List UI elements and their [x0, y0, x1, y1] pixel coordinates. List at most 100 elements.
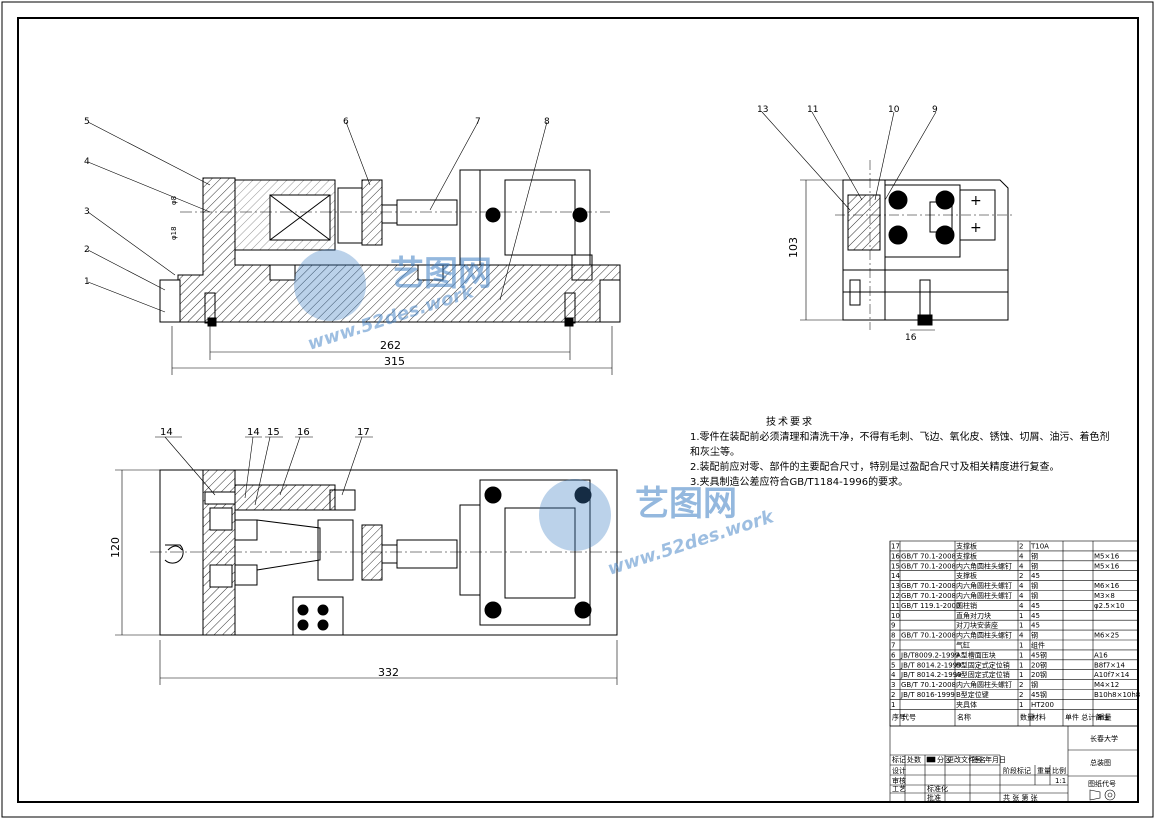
bom-cell: 45: [1031, 622, 1040, 630]
bom-cell: 2: [1019, 543, 1023, 551]
bom-cell: 7: [891, 642, 895, 650]
callout-16: 16: [297, 427, 310, 438]
bom-cell: 直角对刀块: [956, 611, 991, 620]
bom-cell: M5×16: [1094, 562, 1120, 570]
bom-cell: M6×16: [1094, 582, 1120, 590]
bom-cell: 4: [1019, 592, 1024, 600]
bom-cell: M6×25: [1094, 632, 1119, 640]
bom-header-cell: 备注: [1095, 712, 1109, 721]
plan-view: [115, 436, 625, 685]
bom-header-cell: 数量: [1020, 712, 1034, 721]
bom-cell: 4: [1019, 562, 1024, 570]
bom-cell: 对刀块安装座: [956, 621, 998, 630]
school-name: 长春大学: [1090, 734, 1118, 743]
dim-315: 315: [384, 355, 405, 368]
bom-cell: 钢: [1031, 551, 1038, 560]
bom-cell: 45钢: [1031, 690, 1047, 699]
callout-6: 6: [343, 117, 349, 127]
callout-7: 7: [475, 117, 481, 127]
bom-cell: 气缸: [956, 641, 970, 650]
bom-cell: 4: [1019, 632, 1024, 640]
bom-cell: B型固定式定位销: [956, 660, 1010, 669]
bom-cell: 内六角圆柱头螺钉: [956, 561, 1012, 570]
weight-hdr: 重量: [1037, 767, 1051, 775]
callout-2: 2: [84, 245, 90, 255]
bom-cell: 1: [1019, 671, 1023, 679]
svg-text:艺图网: 艺图网: [635, 484, 737, 524]
bom-cell: 2: [1019, 572, 1023, 580]
callout-17: 17: [357, 427, 370, 438]
role-approve: 批准: [927, 793, 941, 802]
bom-cell: 4: [1019, 582, 1024, 590]
bom-cell: GB/T 70.1-2008: [901, 562, 956, 570]
bom-cell: 支撑板: [956, 571, 977, 580]
bom-cell: 钢: [1031, 591, 1038, 600]
row-label-date: 年月日: [985, 755, 1006, 764]
front-view: [87, 121, 621, 375]
bom-cell: A10f7×14: [1094, 671, 1130, 679]
bom-cell: 支撑板: [956, 542, 977, 551]
bom-cell: 20钢: [1031, 670, 1047, 679]
bom-cell: M4×12: [1094, 681, 1119, 689]
bom-cell: A型槽面压块: [956, 650, 996, 659]
bom-cell: 17: [891, 543, 900, 551]
row-label-count: 处数: [907, 755, 921, 764]
role-standard: 标准化: [927, 784, 948, 793]
bom-cell: 钢: [1031, 581, 1038, 590]
title-block-text: 长春大学 总装图 图纸代号 阶段标记 重量 比例 1:1 共 张 第 张 设计 …: [892, 734, 1118, 802]
row-label-zone: 分区: [937, 755, 951, 764]
bom-header-cell: 名称: [957, 712, 971, 721]
bom-cell: 钢: [1031, 631, 1038, 640]
bom-cell: 1: [1019, 642, 1023, 650]
callout-4: 4: [84, 157, 90, 167]
bom-cell: GB/T 70.1-2008: [901, 582, 956, 590]
bom-cell: 4: [1019, 552, 1024, 560]
side-view: + +: [761, 111, 1015, 331]
bom-cell: 6: [891, 651, 896, 659]
bom-cell: 1: [1019, 612, 1023, 620]
bom-cell: 13: [891, 582, 900, 590]
dim-phi8: φ8: [170, 196, 178, 205]
callout-8: 8: [544, 117, 550, 127]
bom-cell: 1: [891, 701, 895, 709]
note-1: 1.零件在装配前必须清理和清洗干净，不得有毛刺、飞边、氧化皮、锈蚀、切屑、油污、…: [690, 432, 1110, 458]
bom-cell: 内六角圆柱头螺钉: [956, 591, 1012, 600]
bom-cell: A16: [1094, 651, 1108, 659]
row-label-mark: 标记: [892, 755, 906, 764]
bom-cell: GB/T 70.1-2008: [901, 592, 956, 600]
dim-103: 103: [787, 237, 800, 258]
bom-cell: 45: [1031, 612, 1040, 620]
notes-title: 技术要求: [766, 417, 814, 428]
bom-header-cell: 序号: [892, 712, 906, 721]
bom-cell: 14: [891, 572, 900, 580]
bom-cell: 内六角圆柱头螺钉: [956, 680, 1012, 689]
drawing-code: 图纸代号: [1088, 779, 1116, 788]
bom-cell: 1: [1019, 651, 1023, 659]
bom-cell: 11: [891, 602, 900, 610]
bom-cell: 3: [891, 681, 895, 689]
note-3: 3.夹具制造公差应符合GB/T1184-1996的要求。: [690, 477, 909, 488]
dim-16: 16: [905, 333, 917, 343]
bom-cell: 1: [1019, 622, 1023, 630]
bom-cell: 钢: [1031, 561, 1038, 570]
bom-cell: GB/T 70.1-2008: [901, 681, 956, 689]
callout-13: 13: [757, 105, 768, 115]
bom-cell: JB/T 8016-1999: [900, 691, 955, 699]
bom-header-cell: 单件 总计 重量: [1065, 712, 1111, 721]
svg-text:+: +: [970, 220, 982, 236]
bom-cell: HT200: [1031, 701, 1054, 709]
bom-cell: JB/T 8014.2-1999: [900, 671, 962, 679]
bom-cell: 20钢: [1031, 660, 1047, 669]
callout-5: 5: [84, 117, 90, 127]
bom-cell: 1: [1019, 701, 1023, 709]
bom-cell: 15: [891, 562, 900, 570]
bom-cell: 45: [1031, 572, 1040, 580]
role-design: 设计: [892, 766, 906, 775]
bom-cell: 1: [1019, 661, 1023, 669]
note-2: 2.装配前应对零、部件的主要配合尺寸，特别是过盈配合尺寸及相关精度进行复查。: [690, 462, 1060, 473]
row-label-sign: 签名: [972, 755, 986, 764]
bom-cell: 45: [1031, 602, 1040, 610]
drawing-name: 总装图: [1090, 758, 1111, 767]
